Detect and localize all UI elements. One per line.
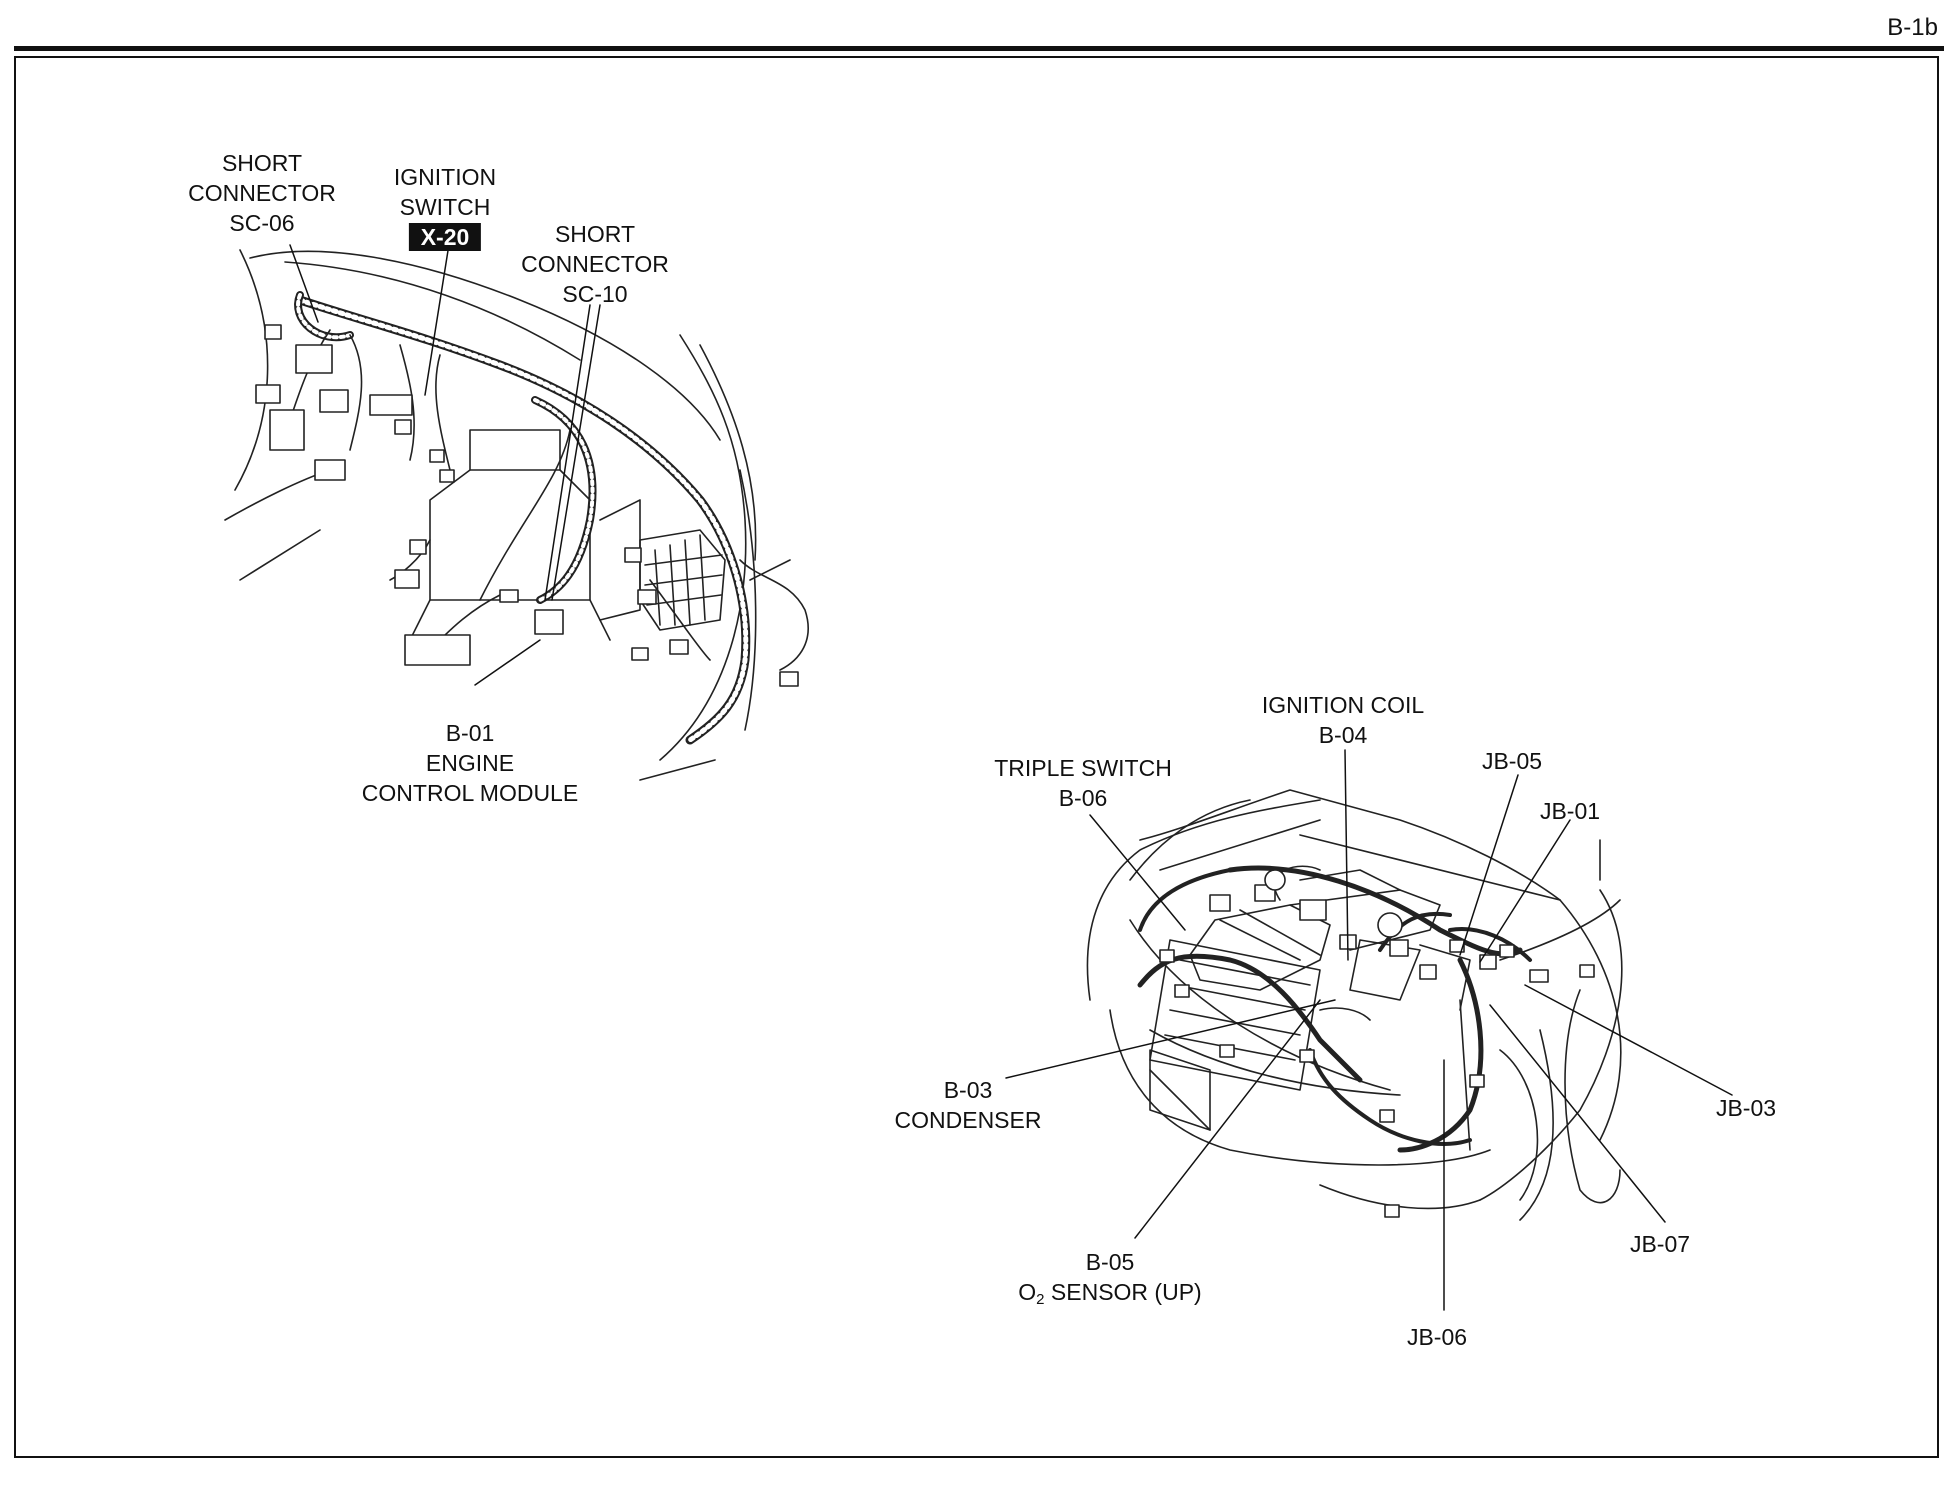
dash-connectors <box>255 324 799 687</box>
sc10-code: SC-10 <box>562 281 628 307</box>
jb07-code: JB-07 <box>1629 1231 1691 1257</box>
b06-line1: TRIPLE SWITCH <box>994 755 1172 781</box>
label-triple-switch: TRIPLE SWITCH B-06 <box>994 753 1172 813</box>
main-dash-harness <box>294 291 751 745</box>
sc06-code: SC-06 <box>229 210 295 236</box>
b03-line1: CONDENSER <box>894 1107 1042 1133</box>
o2-subscript: 2 <box>1036 1291 1045 1308</box>
b04-line1: IGNITION COIL <box>1261 692 1425 718</box>
cabin-body-outline <box>224 249 757 781</box>
engine-bay-harness <box>1137 865 1532 1153</box>
label-jb07: JB-07 <box>1630 1229 1690 1259</box>
b01-line1: ENGINE <box>425 750 515 776</box>
sc10-line2: CONNECTOR <box>521 251 669 277</box>
b05-code: B-05 <box>1085 1249 1135 1275</box>
b05-line1: O2 SENSOR (UP) <box>1018 1277 1201 1311</box>
ignition-switch-code-badge: X-20 <box>408 223 482 251</box>
b01-code: B-01 <box>445 720 495 746</box>
label-jb03: JB-03 <box>1716 1093 1776 1123</box>
engine-block <box>1189 865 1471 1011</box>
o2-sensor-text: SENSOR (UP) <box>1044 1279 1202 1305</box>
o2-symbol: O <box>1018 1279 1037 1305</box>
jb05-code: JB-05 <box>1481 748 1543 774</box>
jb01-code: JB-01 <box>1539 798 1601 824</box>
engine-bay-connectors <box>1159 869 1595 1218</box>
b03-code: B-03 <box>943 1077 993 1103</box>
label-short-connector-sc10: SHORT CONNECTOR SC-10 <box>521 219 669 309</box>
ignition-switch-line2: SWITCH <box>399 194 491 220</box>
label-o2-sensor: B-05 O2 SENSOR (UP) <box>1018 1247 1201 1311</box>
label-ignition-switch: IGNITION SWITCH X-20 <box>394 162 496 252</box>
label-short-connector-sc06: SHORT CONNECTOR SC-06 <box>188 148 336 238</box>
hvac-unit-grid <box>639 529 726 631</box>
jb06-code: JB-06 <box>1406 1324 1468 1350</box>
sc06-line1: SHORT <box>221 150 303 176</box>
leader-lines <box>289 237 1733 1311</box>
ignition-switch-line1: IGNITION <box>393 164 497 190</box>
label-jb05: JB-05 <box>1482 746 1542 776</box>
b04-code: B-04 <box>1318 722 1368 748</box>
sc06-line2: CONNECTOR <box>188 180 336 206</box>
jb03-code: JB-03 <box>1715 1095 1777 1121</box>
radiator-grille <box>1149 939 1321 1091</box>
page-id: B-1b <box>1887 14 1938 41</box>
label-condenser: B-03 CONDENSER <box>895 1075 1042 1135</box>
label-jb01: JB-01 <box>1540 796 1600 826</box>
label-engine-control-module: B-01 ENGINE CONTROL MODULE <box>362 718 578 808</box>
label-jb06: JB-06 <box>1407 1322 1467 1352</box>
header-rule <box>14 46 1944 51</box>
car-body-outline <box>1086 789 1623 1221</box>
b01-line2: CONTROL MODULE <box>361 780 579 806</box>
label-ignition-coil: IGNITION COIL B-04 <box>1262 690 1424 750</box>
sc10-line1: SHORT <box>554 221 636 247</box>
b06-code: B-06 <box>1058 785 1108 811</box>
diagram-frame <box>14 56 1939 1458</box>
